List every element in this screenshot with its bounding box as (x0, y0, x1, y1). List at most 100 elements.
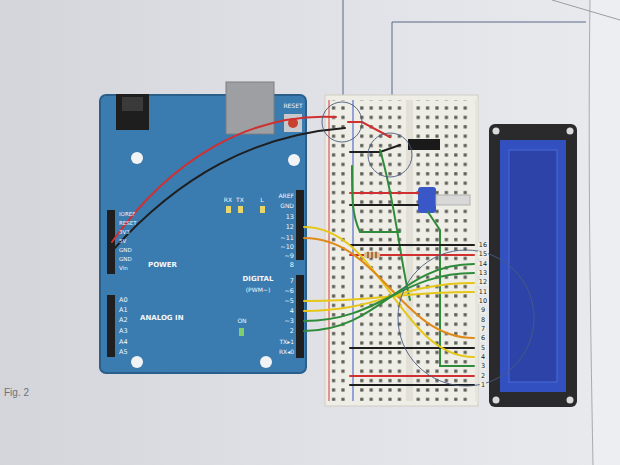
page-edge (589, 0, 620, 465)
section-label: (PWM~) (246, 287, 270, 293)
reset-button (284, 114, 302, 132)
lcd-pin-number: 14 (478, 260, 488, 267)
pin-label: RX◂0 (279, 349, 294, 355)
pin-label: ~5 (284, 298, 294, 305)
pin-label: 8 (290, 262, 294, 269)
mount-hole (493, 397, 500, 404)
lcd-pin-number: 5 (480, 344, 486, 351)
mount-hole (260, 356, 272, 368)
pin-label: 4 (290, 308, 294, 315)
pin-label: A5 (119, 349, 128, 356)
pin-label: 2 (290, 328, 294, 335)
led (226, 206, 231, 213)
resistor (364, 252, 380, 258)
lcd-pin-number: 2 (480, 372, 486, 379)
pin-label: A2 (119, 317, 128, 324)
callout-circle (322, 102, 362, 142)
lcd-pin-number: 15 (478, 251, 488, 258)
mount-hole (567, 397, 574, 404)
wire (350, 244, 474, 246)
lcd-pin-number: 12 (478, 279, 488, 286)
lcd-pin-number: 11 (478, 288, 488, 295)
board-label: ON (237, 318, 246, 324)
led (239, 328, 244, 336)
pin-label: IOREF (119, 212, 135, 218)
wire (112, 117, 336, 242)
pin-label: 13 (286, 214, 294, 221)
pin-label: 3V3 (119, 230, 130, 236)
barrel-jack (122, 97, 143, 111)
mount-hole (493, 128, 500, 135)
section-label: ANALOG IN (140, 315, 184, 322)
board-label: TX (236, 197, 244, 203)
pin-label: A4 (119, 339, 128, 346)
wire (380, 150, 410, 300)
lcd-module (489, 124, 577, 407)
pin-label: ~6 (284, 288, 294, 295)
callout-circle (398, 250, 534, 386)
leader-line (343, 0, 344, 102)
led (260, 206, 265, 213)
wire (350, 347, 474, 349)
pin-label: GND (119, 248, 132, 254)
lcd-pin-number: 16 (478, 242, 488, 249)
page-edge-line (589, 0, 593, 465)
mount-hole (567, 128, 574, 135)
usb-connector (226, 82, 274, 134)
pin-label: ~3 (284, 318, 294, 325)
pin-label: ~9 (284, 253, 294, 260)
wire (350, 204, 418, 206)
wire (304, 264, 474, 331)
arduino-board (100, 82, 306, 373)
pin-header (107, 295, 115, 357)
pin-header (296, 190, 304, 260)
wires (112, 117, 474, 385)
lcd-pin-number: 13 (478, 270, 488, 277)
mount-hole (131, 152, 143, 164)
section-label: DIGITAL (243, 276, 274, 283)
pin-label: GND (280, 203, 294, 209)
callout-circle (368, 133, 412, 177)
wire (304, 227, 474, 357)
wire (350, 192, 418, 194)
pin-label: RESET (119, 221, 137, 227)
pin-label: ~11 (280, 235, 294, 242)
pin-label: A3 (119, 328, 128, 335)
potentiometer-shaft (436, 195, 470, 205)
pin-label: GND (119, 257, 132, 263)
section-label: POWER (148, 262, 177, 269)
wire (112, 128, 345, 251)
rail-line (329, 100, 330, 401)
page-fold-line (552, 0, 620, 20)
pin-label: A0 (119, 297, 128, 304)
pin-label: ~10 (280, 244, 294, 251)
wire (304, 238, 474, 338)
mount-hole (288, 154, 300, 166)
lcd-pin-number: 1 (480, 382, 486, 389)
lcd-screen (509, 150, 557, 382)
barrel-jack (116, 94, 149, 130)
pin-label: Vin (119, 266, 128, 272)
board-label: RESET (283, 103, 302, 109)
pin-header (296, 275, 304, 358)
lcd-frame (489, 124, 577, 407)
board-outline (100, 95, 306, 373)
led (238, 206, 243, 213)
wire (350, 375, 474, 377)
pin-label: TX▸1 (279, 339, 294, 345)
lcd-pin-number: 4 (480, 354, 486, 361)
pin-label: 12 (286, 224, 294, 231)
component (408, 139, 440, 150)
mount-hole (131, 356, 143, 368)
wire (350, 145, 400, 152)
lcd-pin-number: 9 (480, 307, 486, 314)
pin-label: AREF (278, 193, 294, 199)
board-label: L (260, 197, 263, 203)
pin-label: 5V (119, 239, 126, 245)
lcd-pin-number: 8 (480, 316, 486, 323)
resistor-band (368, 252, 376, 258)
pin-label: 7 (290, 278, 294, 285)
wire (348, 122, 390, 137)
